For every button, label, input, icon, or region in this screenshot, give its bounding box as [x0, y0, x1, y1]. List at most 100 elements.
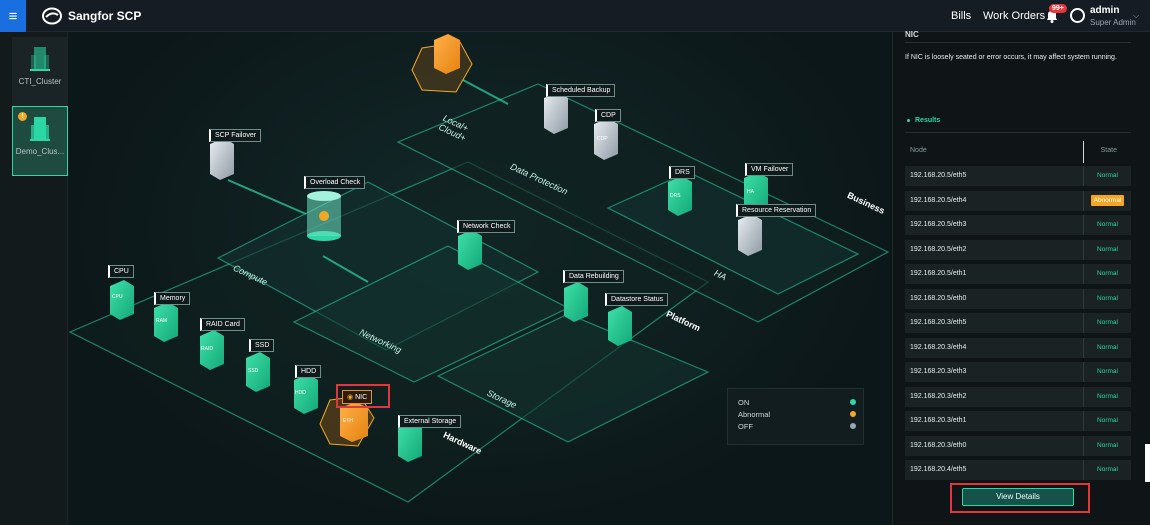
row-state: Normal [1083, 264, 1131, 284]
table-row[interactable]: 192.168.20.5/eth5 Normal [905, 166, 1131, 186]
raid-card-label[interactable]: RAID Card [200, 318, 245, 331]
row-node: 192.168.20.3/eth5 [910, 319, 967, 326]
overload-check-label[interactable]: Overload Check [304, 176, 366, 189]
warning-icon: ! [18, 112, 27, 121]
row-state: Normal [1083, 362, 1131, 382]
chevron-down-icon[interactable]: ⌵ [1133, 11, 1140, 20]
scheduled-backup-device[interactable] [544, 92, 568, 134]
legend-abnormal: Abnormal [738, 410, 856, 419]
datastore-device[interactable] [608, 306, 632, 346]
state-badge: Normal [1097, 466, 1118, 473]
panel-title: NIC [905, 30, 919, 39]
hdd-label[interactable]: HDD [295, 365, 322, 378]
external-storage-label[interactable]: External Storage [398, 415, 462, 428]
scrollbar[interactable] [1145, 444, 1150, 482]
datastore-status-label[interactable]: Datastore Status [605, 293, 669, 306]
cpu-label[interactable]: CPU [108, 265, 134, 278]
table-row[interactable]: 192.168.20.5/eth1 Normal [905, 264, 1131, 284]
brand-title: Sangfor SCP [68, 9, 142, 23]
memory-device[interactable]: RAM [154, 302, 178, 342]
network-check-label[interactable]: Network Check [457, 220, 516, 233]
vm-failover-device[interactable]: HA [744, 172, 768, 212]
drs-label[interactable]: DRS [669, 166, 695, 179]
ssd-label[interactable]: SSD [249, 339, 275, 352]
user-avatar-icon[interactable] [1070, 8, 1085, 23]
cloud-device[interactable] [411, 34, 473, 93]
cdp-device[interactable]: CDP [594, 118, 618, 160]
svg-text:DRS: DRS [670, 193, 681, 199]
panel-description: If NIC is loosely seated or error occurs… [905, 54, 1117, 61]
results-dot-icon [907, 118, 910, 122]
scheduled-backup-label[interactable]: Scheduled Backup [546, 84, 616, 97]
hdd-device[interactable]: HDD [294, 374, 318, 414]
table-row[interactable]: 192.168.20.3/eth5 Normal [905, 313, 1131, 333]
row-node: 192.168.20.5/eth3 [910, 221, 967, 228]
state-badge: Normal [1097, 392, 1118, 400]
table-row[interactable]: 192.168.20.5/eth3 Normal [905, 215, 1131, 235]
user-name[interactable]: admin [1090, 5, 1120, 16]
row-node: 192.168.20.5/eth1 [910, 270, 967, 277]
row-state: Normal [1083, 460, 1131, 480]
cpu-device[interactable]: CPU [110, 280, 134, 320]
notification-badge: 99+ [1049, 4, 1067, 13]
row-state: Normal [1083, 411, 1131, 431]
platform-outlines [68, 83, 890, 503]
nic-label-text: NIC [355, 394, 368, 401]
overload-check-device[interactable] [307, 191, 341, 241]
row-node: 192.168.20.5/eth5 [910, 172, 967, 179]
svg-text:RAM: RAM [156, 318, 167, 324]
menu-icon[interactable]: ≡ [0, 0, 26, 32]
row-state: Normal [1083, 288, 1131, 309]
external-storage-device[interactable] [398, 422, 422, 462]
results-table-header: Node State [905, 141, 1131, 163]
work-orders-link[interactable]: Work Orders [983, 10, 1046, 22]
data-rebuilding-device[interactable] [564, 282, 588, 322]
bell-icon[interactable] [1044, 8, 1060, 24]
svg-text:RAID: RAID [201, 346, 213, 352]
sangfor-logo-icon [42, 7, 62, 25]
health-check-map: CPU RAM RAID SSD HDD ETH DRS HA CDP [68, 32, 892, 525]
cluster-item-demo[interactable]: ! Demo_Clus... [12, 106, 68, 176]
state-badge: Normal [1097, 319, 1118, 326]
column-separator [1083, 141, 1084, 163]
row-state: Normal [1083, 337, 1131, 358]
row-state: Normal [1083, 313, 1131, 333]
state-badge: Normal [1097, 172, 1118, 179]
state-badge: Normal [1097, 221, 1118, 228]
state-badge: Normal [1097, 245, 1118, 253]
network-check-device[interactable] [458, 230, 482, 270]
view-details-button[interactable]: View Details [962, 488, 1074, 506]
resource-reservation-device[interactable] [738, 214, 762, 256]
data-rebuilding-label[interactable]: Data Rebuilding [563, 270, 624, 283]
legend-on-dot [850, 399, 856, 405]
scp-failover-label[interactable]: SCP Failover [209, 129, 262, 142]
nic-device[interactable]: ETH [319, 395, 375, 447]
memory-label[interactable]: Memory [154, 292, 191, 305]
ssd-device[interactable]: SSD [246, 352, 270, 392]
connector-lines [227, 79, 509, 283]
scp-failover-device[interactable] [210, 138, 234, 180]
resource-reservation-label[interactable]: Resource Reservation [736, 204, 817, 217]
vm-failover-label[interactable]: VM Failover [745, 163, 794, 176]
results-heading: Results [907, 117, 940, 124]
cdp-label[interactable]: CDP [595, 109, 621, 122]
row-node: 192.168.20.3/eth1 [910, 417, 967, 424]
drs-device[interactable]: DRS [668, 176, 692, 216]
user-role: Super Admin [1090, 18, 1136, 27]
cluster-item-cti[interactable]: CTI_Cluster [12, 37, 68, 107]
bills-link[interactable]: Bills [951, 10, 972, 22]
state-badge: Normal [1097, 441, 1118, 449]
col-node: Node [910, 147, 927, 154]
state-badge: Normal [1097, 417, 1118, 424]
nic-label[interactable]: ◉ NIC [342, 390, 373, 404]
table-row[interactable]: 192.168.20.3/eth1 Normal [905, 411, 1131, 431]
raid-device[interactable]: RAID [200, 330, 224, 370]
